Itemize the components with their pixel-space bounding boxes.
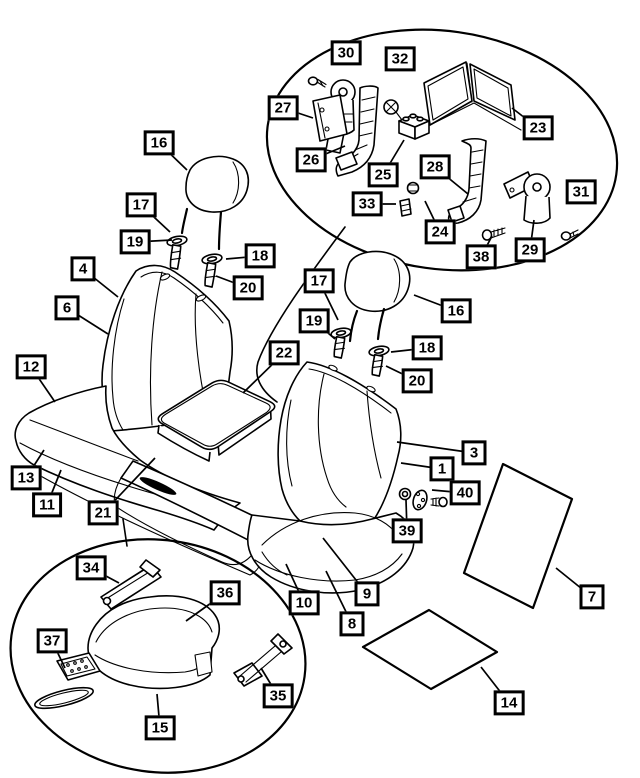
left-headrest: [180, 155, 250, 251]
callout-20: 20: [232, 275, 264, 301]
callout-21: 21: [87, 500, 119, 526]
seat-track-left-part: [335, 85, 379, 177]
callout-39: 39: [391, 518, 423, 544]
callout-19: 19: [119, 229, 151, 255]
screw-icon: [560, 229, 579, 241]
headrest-guide-pin: [166, 235, 188, 270]
callout-12: 12: [15, 354, 47, 380]
leader-line-3: [396, 441, 475, 454]
bolt-icon: [430, 496, 448, 508]
bottom-detail-connector-line: [122, 518, 128, 547]
callout-13: 13: [10, 465, 42, 491]
callout-24: 24: [424, 219, 456, 245]
callout-19: 19: [298, 308, 330, 334]
callout-18: 18: [244, 243, 276, 269]
callout-36: 36: [209, 580, 241, 606]
callout-7: 7: [579, 584, 605, 610]
storage-tray-part: [34, 652, 101, 710]
gear-sector-part: [383, 99, 403, 121]
bolt-icon: [481, 227, 506, 241]
seat-hinge-left-part: [100, 559, 162, 610]
recliner-bracket-part: [503, 171, 551, 224]
bottom-detail-ellipse: [9, 538, 307, 774]
callout-11: 11: [32, 492, 62, 518]
left-seat-back: [101, 264, 233, 432]
callout-16: 16: [440, 298, 472, 324]
top-detail-ellipse: [265, 28, 619, 272]
callout-8: 8: [339, 611, 365, 637]
center-console: [113, 379, 276, 566]
riser-block-part: [398, 113, 430, 140]
callout-28: 28: [419, 154, 451, 180]
callout-18: 18: [411, 335, 443, 361]
mount-bracket-part: [312, 94, 348, 142]
callout-23: 23: [522, 115, 554, 141]
top-detail-connector-line: [256, 226, 346, 403]
washer-icon: [398, 487, 412, 501]
callout-4: 4: [70, 256, 96, 282]
callout-35: 35: [262, 683, 294, 709]
map-pocket-frames-part: [423, 61, 522, 131]
nut-part: [406, 181, 420, 195]
callout-16: 16: [143, 130, 175, 156]
seat-track-right-part: [447, 137, 487, 225]
floor-mat: [361, 608, 499, 691]
right-headrest: [344, 250, 411, 343]
callout-9: 9: [354, 581, 380, 607]
callout-22: 22: [268, 340, 300, 366]
callout-40: 40: [449, 480, 481, 506]
callout-10: 10: [288, 590, 320, 616]
spring-pin-part: [399, 198, 412, 217]
screw-icon: [307, 76, 327, 88]
callout-38: 38: [465, 244, 497, 270]
seat-hinge-right-part: [233, 633, 293, 687]
callout-29: 29: [514, 237, 546, 263]
callout-25: 25: [367, 162, 399, 188]
callout-37: 37: [36, 628, 68, 654]
callout-33: 33: [351, 191, 383, 217]
callout-14: 14: [493, 690, 525, 716]
underseat-cushion-part: [87, 595, 221, 690]
callout-15: 15: [144, 715, 176, 741]
callout-32: 32: [384, 46, 416, 72]
callout-3: 3: [461, 440, 487, 466]
seat-back-panel: [462, 462, 574, 610]
headrest-guide-pin: [201, 253, 223, 288]
callout-20: 20: [401, 368, 433, 394]
callout-1: 1: [429, 456, 455, 482]
callout-6: 6: [54, 295, 80, 321]
callout-27: 27: [267, 95, 299, 121]
callout-34: 34: [75, 555, 107, 581]
headrest-guide-pin: [330, 327, 352, 359]
callout-31: 31: [565, 179, 597, 205]
right-seat-back: [277, 361, 402, 527]
recliner-knob-part: [412, 489, 428, 511]
callout-30: 30: [330, 40, 362, 66]
headrest-guide-pin: [368, 345, 390, 377]
callout-26: 26: [295, 147, 327, 173]
callout-17: 17: [125, 192, 157, 218]
callout-17: 17: [303, 268, 335, 294]
